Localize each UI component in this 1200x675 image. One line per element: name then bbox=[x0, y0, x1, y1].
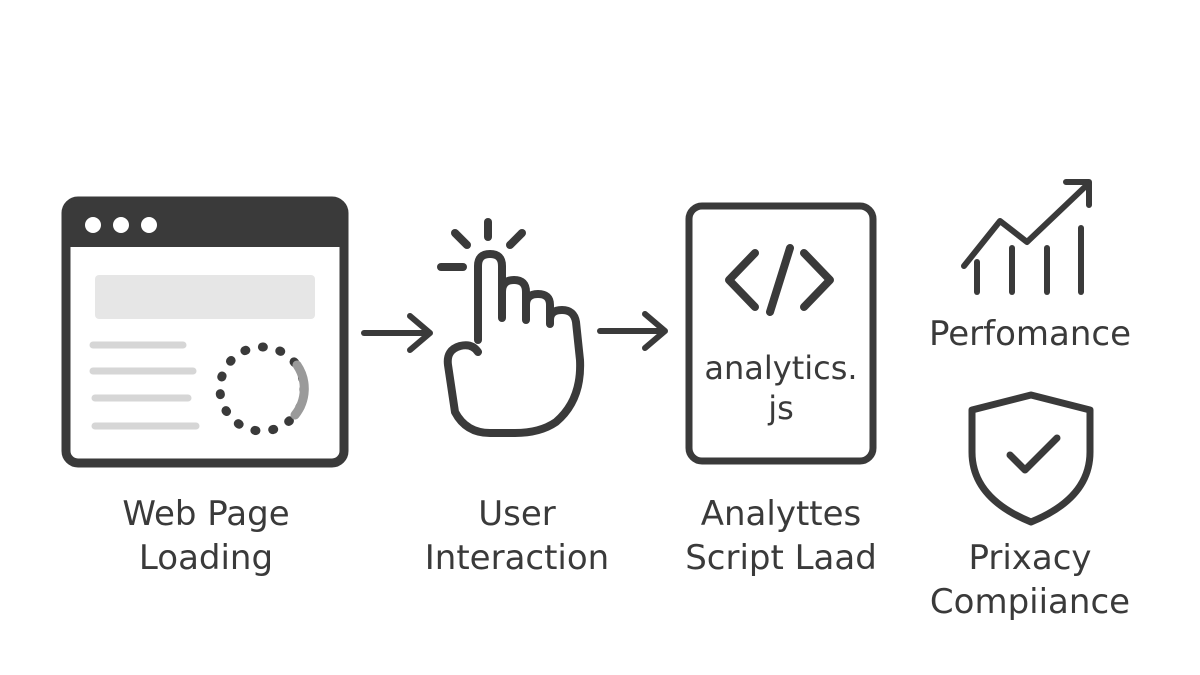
browser-window-icon bbox=[61, 196, 349, 468]
step-label-line2: Script Laad bbox=[685, 538, 877, 578]
script-filename-line1: analytics. bbox=[704, 349, 858, 387]
script-filename-line2: js bbox=[768, 389, 794, 427]
step-label-line1: Web Page bbox=[122, 494, 290, 534]
shield-check-icon bbox=[968, 391, 1094, 526]
address-bar-placeholder bbox=[95, 275, 315, 319]
window-dot-2 bbox=[113, 217, 129, 233]
code-brackets-icon bbox=[725, 244, 834, 316]
step-label-user-interaction: User Interaction bbox=[397, 492, 637, 580]
hand-pointer-click-icon bbox=[437, 218, 585, 437]
window-dot-1 bbox=[85, 217, 101, 233]
step-label-line1: Analyttes bbox=[700, 494, 862, 534]
window-dot-3 bbox=[141, 217, 157, 233]
step-label-line2: Interaction bbox=[424, 538, 610, 578]
arrow-right-icon bbox=[361, 313, 433, 353]
outcome-label-line1: Prixacy bbox=[968, 538, 1092, 578]
outcome-label-performance: Perfomance bbox=[908, 312, 1152, 356]
arrow-right-icon bbox=[597, 311, 668, 351]
step-label-analytics-script-load: Analyttes Script Laad bbox=[656, 492, 906, 580]
code-document-icon bbox=[685, 202, 877, 465]
outcome-label-privacy-compliance: Prixacy Compiiance bbox=[908, 536, 1152, 624]
outcome-label-text: Perfomance bbox=[928, 314, 1132, 354]
loading-spinner-icon bbox=[215, 342, 309, 436]
outcome-label-line2: Compiiance bbox=[929, 582, 1131, 622]
step-label-web-page-loading: Web Page Loading bbox=[86, 492, 326, 580]
growth-chart-icon bbox=[961, 179, 1092, 295]
step-label-line2: Loading bbox=[138, 538, 274, 578]
step-label-line1: User bbox=[478, 494, 556, 534]
script-filename: analytics. js bbox=[689, 348, 873, 428]
